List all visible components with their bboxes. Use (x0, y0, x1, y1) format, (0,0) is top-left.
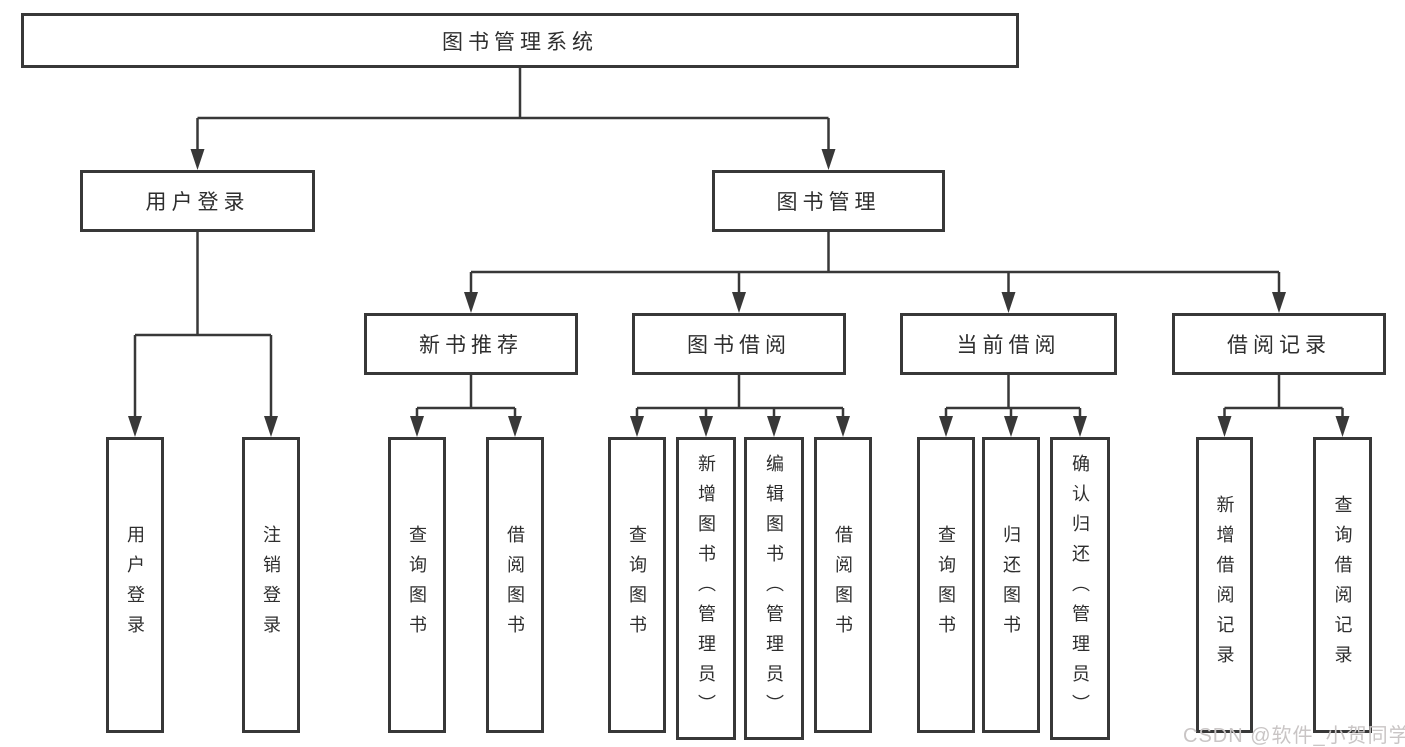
leaf-label: 确认归还（管理员） (1070, 453, 1090, 724)
leaf-label: 注销登录 (261, 525, 281, 645)
node-label: 用户登录 (145, 191, 250, 214)
leaf-add-books-admin: 新增图书（管理员） (676, 437, 736, 740)
leaf-label: 归还图书 (1001, 525, 1021, 645)
leaf-borrow-books: 借阅图书 (814, 437, 872, 733)
leaf-edit-books-admin: 编辑图书（管理员） (744, 437, 804, 740)
node-library-management-system: 图书管理系统 (21, 13, 1019, 68)
leaf-query-books-recommend: 查询图书 (388, 437, 446, 733)
node-current-borrowing: 当前借阅 (900, 313, 1117, 375)
leaf-query-borrow-record: 查询借阅记录 (1313, 437, 1372, 733)
node-book-borrowing: 图书借阅 (632, 313, 846, 375)
leaf-label: 新增借阅记录 (1214, 495, 1235, 675)
leaf-add-borrow-record: 新增借阅记录 (1196, 437, 1253, 733)
leaf-label: 借阅图书 (505, 525, 525, 645)
leaf-label: 用户登录 (125, 525, 145, 645)
connector-paths (133, 68, 1344, 419)
node-label: 借阅记录 (1227, 334, 1331, 357)
leaf-return-books: 归还图书 (982, 437, 1040, 733)
leaf-user-login: 用户登录 (106, 437, 164, 733)
leaf-label: 查询图书 (627, 525, 647, 645)
leaf-query-books-borrowing: 查询图书 (608, 437, 666, 733)
node-label: 新书推荐 (419, 334, 523, 357)
leaf-label: 编辑图书（管理员） (764, 453, 784, 724)
arrowheads (128, 149, 1350, 437)
node-label: 图书管理 (776, 191, 881, 214)
leaf-label: 新增图书（管理员） (696, 453, 716, 724)
node-label: 图书管理系统 (442, 30, 598, 54)
leaf-query-books-current: 查询图书 (917, 437, 975, 733)
csdn-watermark: CSDN @软件_小贺同学 (1183, 725, 1405, 747)
node-user-login: 用户登录 (80, 170, 315, 232)
leaf-borrow-books-recommend: 借阅图书 (486, 437, 544, 733)
leaf-label: 查询图书 (407, 525, 427, 645)
node-new-book-recommendation: 新书推荐 (364, 313, 578, 375)
leaf-label: 查询借阅记录 (1332, 495, 1353, 675)
node-label: 当前借阅 (956, 334, 1061, 357)
leaf-confirm-return-admin: 确认归还（管理员） (1050, 437, 1110, 740)
leaf-label: 借阅图书 (833, 525, 853, 645)
node-book-management: 图书管理 (712, 170, 945, 232)
node-label: 图书借阅 (687, 334, 791, 357)
node-borrow-records: 借阅记录 (1172, 313, 1386, 375)
leaf-logout: 注销登录 (242, 437, 300, 733)
leaf-label: 查询图书 (936, 525, 956, 645)
